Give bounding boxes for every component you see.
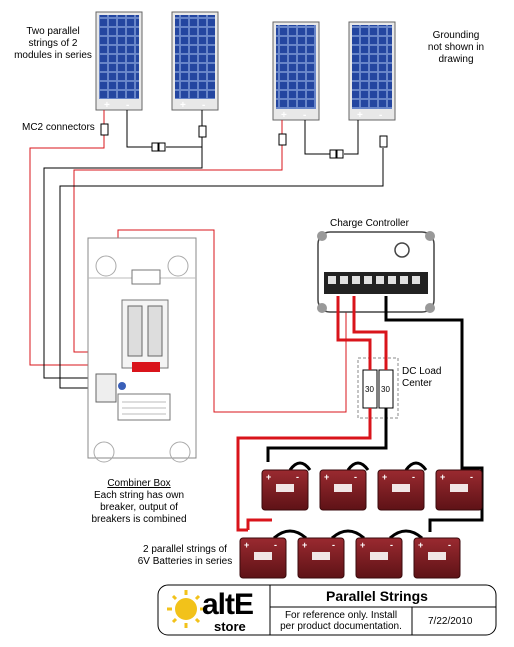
battery-4-minus: - (470, 472, 473, 482)
battery-6-plus: + (302, 540, 307, 550)
battery-3-plus: + (382, 472, 387, 482)
panel-4-plus: + (357, 110, 363, 121)
strings-note: Two parallel strings of 2 modules in ser… (14, 26, 92, 61)
breaker-1-rating: 30 (365, 385, 374, 394)
panel-3-minus: - (303, 110, 306, 121)
mc2-connectors (100, 123, 388, 159)
breaker-2-rating: 30 (381, 385, 390, 394)
battery-7-minus: - (390, 540, 393, 550)
panel-1-minus: - (126, 100, 129, 111)
combiner-box-description: Each string has own breaker, output of b… (91, 490, 187, 525)
diagram-date: 7/22/2010 (428, 616, 473, 627)
battery-3-minus: - (412, 472, 415, 482)
panel-3-plus: + (281, 110, 287, 121)
sun-logo-icon (167, 590, 205, 628)
solar-panel-1: + - (95, 11, 143, 111)
grounding-note: Grounding not shown in drawing (427, 30, 485, 65)
diagram-title: Parallel Strings (326, 588, 428, 604)
logo-subtext: store (214, 619, 246, 634)
combiner-box (87, 237, 197, 463)
battery-4-plus: + (440, 472, 445, 482)
battery-2-minus: - (354, 472, 357, 482)
battery-7-plus: + (360, 540, 365, 550)
battery-note: 2 parallel strings of 6V Batteries in se… (137, 544, 233, 567)
charge-controller-label: Charge Controller (330, 218, 409, 229)
combiner-box-title: Combiner Box (107, 478, 171, 489)
dc-load-center: 30 30 (357, 357, 399, 419)
battery-8-minus: - (448, 540, 451, 550)
battery-2-plus: + (324, 472, 329, 482)
solar-panel-2: + - (171, 11, 219, 111)
battery-labels: + - + - + - + - + - + - + - + - (244, 472, 473, 560)
logo-text: altE (202, 588, 254, 621)
battery-5-plus: + (244, 540, 249, 550)
battery-1-plus: + (266, 472, 271, 482)
mc2-label: MC2 connectors (22, 122, 95, 133)
panel-1-plus: + (104, 100, 110, 111)
dc-load-center-label: DC Load Center (402, 366, 442, 389)
battery-5-minus: - (274, 540, 277, 550)
panel-2-minus: - (202, 100, 205, 111)
battery-1-minus: - (296, 472, 299, 482)
solar-panel-3: + - (272, 21, 320, 121)
title-block (157, 584, 497, 636)
battery-6-minus: - (332, 540, 335, 550)
battery-8-plus: + (418, 540, 423, 550)
reference-note: For reference only. Install per product … (280, 610, 402, 632)
charge-controller (317, 231, 435, 313)
panel-4-minus: - (379, 110, 382, 121)
panel-2-plus: + (180, 100, 186, 111)
solar-panel-4: + - (348, 21, 396, 121)
